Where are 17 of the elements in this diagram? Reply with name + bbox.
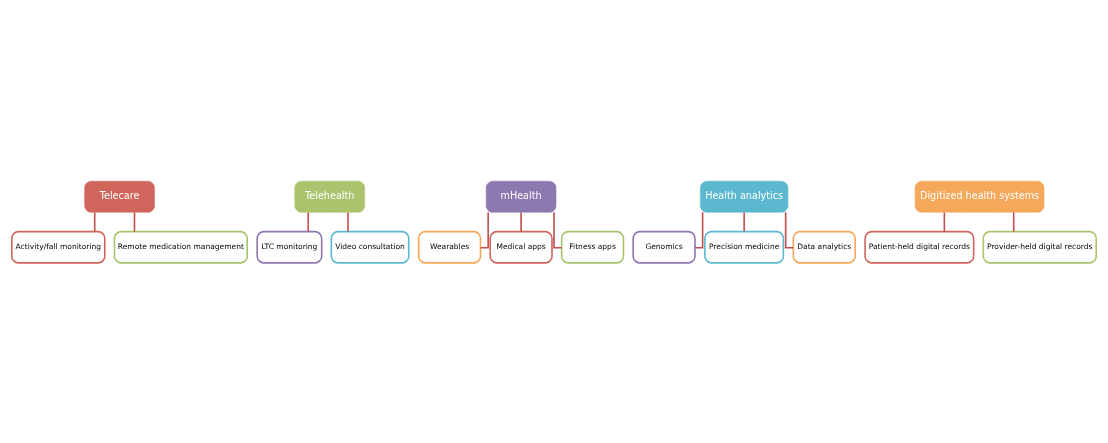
connector (1012, 211, 1015, 232)
connector (943, 211, 946, 232)
connector (553, 211, 563, 249)
node-box: Health analytics (700, 180, 789, 213)
connector (133, 211, 136, 232)
connector (93, 211, 96, 232)
node-box: Digitized health systems (914, 180, 1045, 213)
connector (743, 211, 745, 232)
node-box: mHealth (485, 180, 557, 213)
connector (784, 211, 795, 249)
node-box: Telehealth (294, 180, 365, 213)
connector (479, 211, 489, 249)
node-box: Telecare (84, 180, 155, 213)
connector (694, 211, 704, 249)
connector (347, 211, 349, 232)
connector (307, 211, 310, 232)
connector (520, 211, 522, 232)
